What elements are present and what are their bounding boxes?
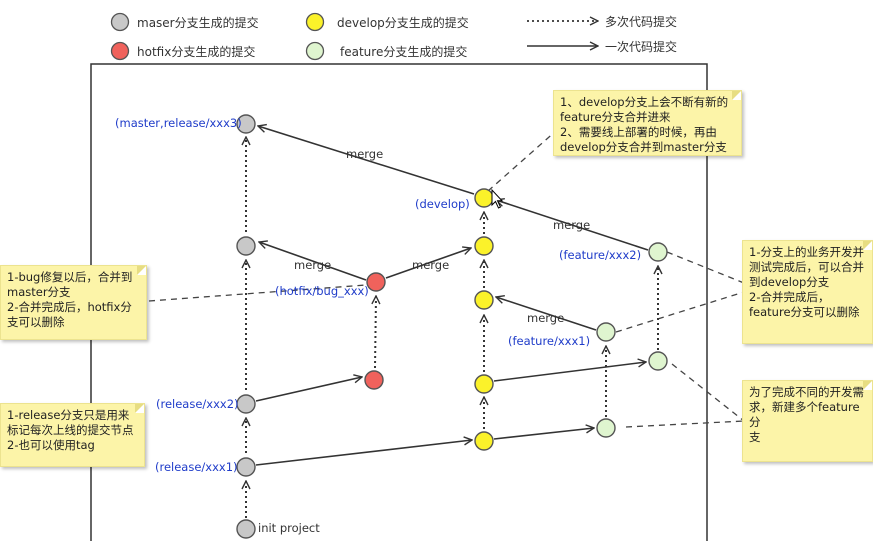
merge-label-feature2-develop: merge bbox=[553, 218, 590, 232]
merge-label-feature1-develop: merge bbox=[527, 311, 564, 325]
label-init-project: init project bbox=[258, 521, 320, 535]
commit-feature2-tip bbox=[648, 242, 668, 262]
connector-feature2-note bbox=[666, 251, 745, 284]
legend-feature-dot bbox=[305, 41, 325, 61]
legend-feature-text: feature分支生成的提交 bbox=[340, 44, 467, 59]
multi-commit-lines bbox=[246, 137, 658, 518]
label-develop: (develop) bbox=[415, 197, 470, 211]
commit-hotfix-tip bbox=[366, 272, 386, 292]
dotted-hotfix bbox=[375, 296, 376, 369]
commit-master-release1 bbox=[236, 457, 256, 477]
commit-master-init bbox=[236, 519, 256, 539]
commit-hotfix-start bbox=[364, 370, 384, 390]
legend-master-dot bbox=[110, 12, 130, 32]
connector-hotfix-note bbox=[148, 284, 367, 302]
commit-master-release3 bbox=[236, 114, 256, 134]
commit-feature2-start bbox=[648, 351, 668, 371]
commit-develop-head bbox=[474, 188, 494, 208]
legend-hotfix-text: hotfix分支生成的提交 bbox=[137, 44, 255, 59]
connector-feature-multi-top bbox=[671, 363, 745, 422]
commit-develop-merge-hotfix bbox=[474, 236, 494, 256]
arrow-develop-to-feature1 bbox=[493, 428, 594, 440]
arrow-develop-to-feature2 bbox=[493, 362, 646, 382]
note-feature-multi: 为了完成不同的开发需 求，新建多个feature分 支 bbox=[742, 380, 873, 462]
connector-feature1-note bbox=[615, 291, 745, 333]
legend-master-text: maser分支生成的提交 bbox=[137, 15, 259, 30]
commit-nodes bbox=[236, 114, 668, 539]
legend-develop-dot bbox=[305, 12, 325, 32]
arrow-release1-to-develop bbox=[255, 440, 472, 466]
label-release2: (release/xxx2) bbox=[156, 397, 239, 411]
mouse-cursor-icon bbox=[491, 188, 504, 209]
note-hotfix: 1-bug修复以后，合并到 master分支 2-合并完成后，hotfix分 支… bbox=[0, 265, 147, 340]
note-fold-icon bbox=[863, 241, 872, 250]
note-develop-text: 1、develop分支上会不断有新的 feature分支合并进来 2、需要线上部… bbox=[560, 95, 729, 154]
commit-master-merge-hotfix bbox=[236, 236, 256, 256]
label-master-release3: (master,release/xxx3) bbox=[115, 116, 242, 130]
legend-single-commit-text: 一次代码提交 bbox=[605, 39, 677, 54]
label-feature1: (feature/xxx1) bbox=[508, 334, 590, 348]
commit-develop-1 bbox=[474, 431, 494, 451]
arrow-merge-develop-to-master bbox=[258, 126, 475, 195]
commit-master-release2 bbox=[236, 394, 256, 414]
single-commit-lines bbox=[255, 126, 649, 466]
label-feature2: (feature/xxx2) bbox=[559, 248, 641, 262]
note-feature: 1-分支上的业务开发并 测试完成后，可以合并 到develop分支 2-合并完成… bbox=[742, 240, 873, 344]
note-fold-icon bbox=[863, 381, 872, 390]
arrow-merge-feature1-to-develop bbox=[496, 297, 597, 331]
note-hotfix-text: 1-bug修复以后，合并到 master分支 2-合并完成后，hotfix分 支… bbox=[7, 270, 133, 329]
arrow-merge-feature2-to-develop bbox=[496, 200, 649, 251]
arrow-release2-to-hotfix bbox=[255, 377, 362, 402]
merge-label-hotfix-master: merge bbox=[294, 258, 331, 272]
label-hotfix: (hotfix/bug_xxx) bbox=[275, 284, 369, 298]
legend-hotfix-dot bbox=[110, 41, 130, 61]
note-fold-icon bbox=[137, 266, 146, 275]
legend-multi-commit-text: 多次代码提交 bbox=[605, 14, 677, 29]
note-feature-text: 1-分支上的业务开发并 测试完成后，可以合并 到develop分支 2-合并完成… bbox=[749, 245, 864, 319]
connector-develop-note bbox=[487, 129, 558, 192]
note-fold-icon bbox=[135, 404, 144, 413]
note-connectors bbox=[148, 129, 745, 428]
merge-label-develop-master: merge bbox=[346, 147, 383, 161]
note-fold-icon bbox=[732, 91, 741, 100]
commit-feature1-start bbox=[596, 418, 616, 438]
commit-feature1-tip bbox=[596, 322, 616, 342]
note-release: 1-release分支只是用来 标记每次上线的提交节点 2-也可以使用tag bbox=[0, 403, 145, 467]
arrow-merge-hotfix-to-master bbox=[259, 242, 367, 281]
note-release-text: 1-release分支只是用来 标记每次上线的提交节点 2-也可以使用tag bbox=[7, 408, 134, 452]
merge-label-hotfix-develop: merge bbox=[412, 258, 449, 272]
connector-feature-multi-bottom bbox=[625, 420, 745, 428]
commit-develop-2 bbox=[474, 374, 494, 394]
arrow-merge-hotfix-to-develop bbox=[385, 248, 471, 279]
label-release1: (release/xxx1) bbox=[155, 460, 238, 474]
legend-develop-text: develop分支生成的提交 bbox=[337, 15, 469, 30]
note-feature-multi-text: 为了完成不同的开发需 求，新建多个feature分 支 bbox=[749, 385, 864, 444]
legend: maser分支生成的提交 hotfix分支生成的提交 develop分支生成的提… bbox=[110, 12, 677, 61]
commit-develop-merge-feature1 bbox=[474, 290, 494, 310]
note-develop: 1、develop分支上会不断有新的 feature分支合并进来 2、需要线上部… bbox=[553, 90, 742, 156]
